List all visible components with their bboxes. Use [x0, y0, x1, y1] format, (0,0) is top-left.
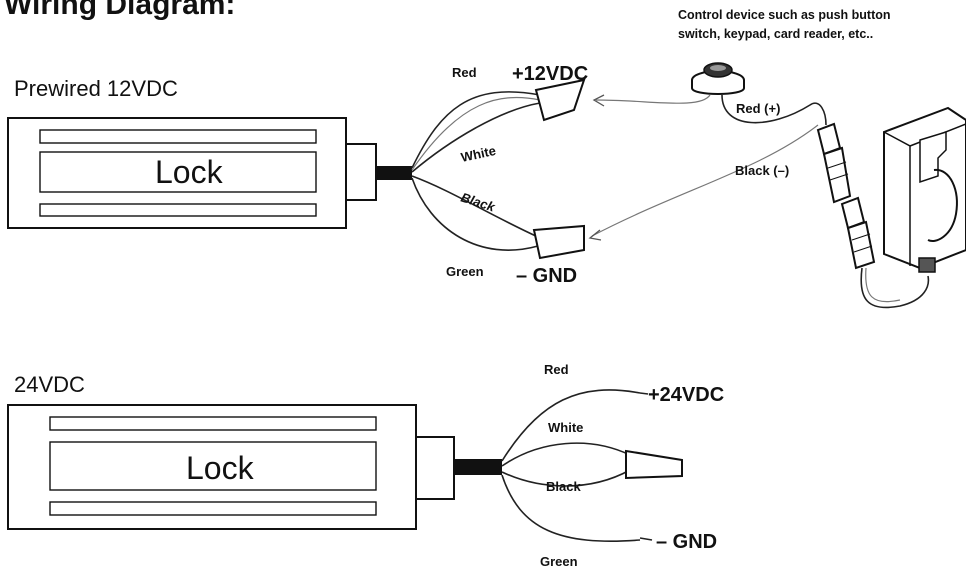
adapter-cable [860, 267, 930, 309]
negative-label: – GND [656, 531, 717, 553]
section-label: Prewired 12VDC [14, 76, 178, 101]
control-device-note-line-2: switch, keypad, card reader, etc.. [678, 27, 873, 41]
red-wire-label: Red [544, 362, 569, 377]
wire-nut [625, 449, 683, 480]
arrow-to-positive [592, 94, 605, 107]
cable-bundle [376, 166, 412, 180]
cable-bundle [454, 459, 502, 475]
red-wire-label: Red [452, 65, 477, 80]
lock-label: Lock [186, 450, 255, 486]
red-wire [501, 389, 641, 462]
black-wire [501, 469, 631, 487]
power-adapter-icon [883, 106, 966, 273]
barrel-plug-icon [816, 122, 876, 270]
supply-black-label: Black (–) [735, 163, 789, 178]
supply-red-wire [721, 94, 827, 126]
control-device-note-line-1: Control device such as push button [678, 8, 891, 22]
section-24vdc: 24VDC Lock Red White Black Green +24VDC … [7, 362, 724, 569]
lock-bottom-slot [39, 203, 317, 217]
white-wire [411, 102, 541, 173]
section-label: 24VDC [14, 372, 85, 397]
lock-top-slot [39, 129, 317, 144]
arrow-to-negative [588, 229, 602, 241]
lock-label-box [49, 441, 377, 491]
green-wire-label: Green [540, 554, 578, 569]
black-wire-label: Black [459, 190, 497, 215]
diagram-title: Wiring Diagram: [4, 0, 235, 21]
lock-bottom-slot [49, 501, 377, 516]
negative-wire-nut [532, 224, 585, 260]
white-wire [501, 442, 631, 467]
red-wire [411, 91, 541, 169]
white-wire-label: White [460, 143, 498, 165]
positive-label: +12VDC [512, 63, 588, 85]
lock-top-slot [49, 416, 377, 431]
green-wire-label: Green [446, 264, 484, 279]
lock-label: Lock [155, 154, 224, 190]
green-wire [411, 177, 539, 251]
supply-red-label: Red (+) [736, 101, 780, 116]
lock-connector-block [415, 436, 455, 500]
push-button-icon [691, 62, 745, 95]
black-wire-label: Black [546, 479, 581, 494]
lock-connector-block [345, 143, 377, 201]
green-wire [501, 474, 641, 542]
negative-label: – GND [516, 265, 577, 287]
positive-label: +24VDC [648, 384, 724, 406]
black-wire [411, 175, 539, 238]
lock-label-box [39, 151, 317, 193]
positive-wire-nut [534, 78, 586, 122]
section-prewired-12vdc: Prewired 12VDC Lock Red White Black Gree… [7, 62, 966, 309]
white-wire-label: White [548, 420, 583, 435]
